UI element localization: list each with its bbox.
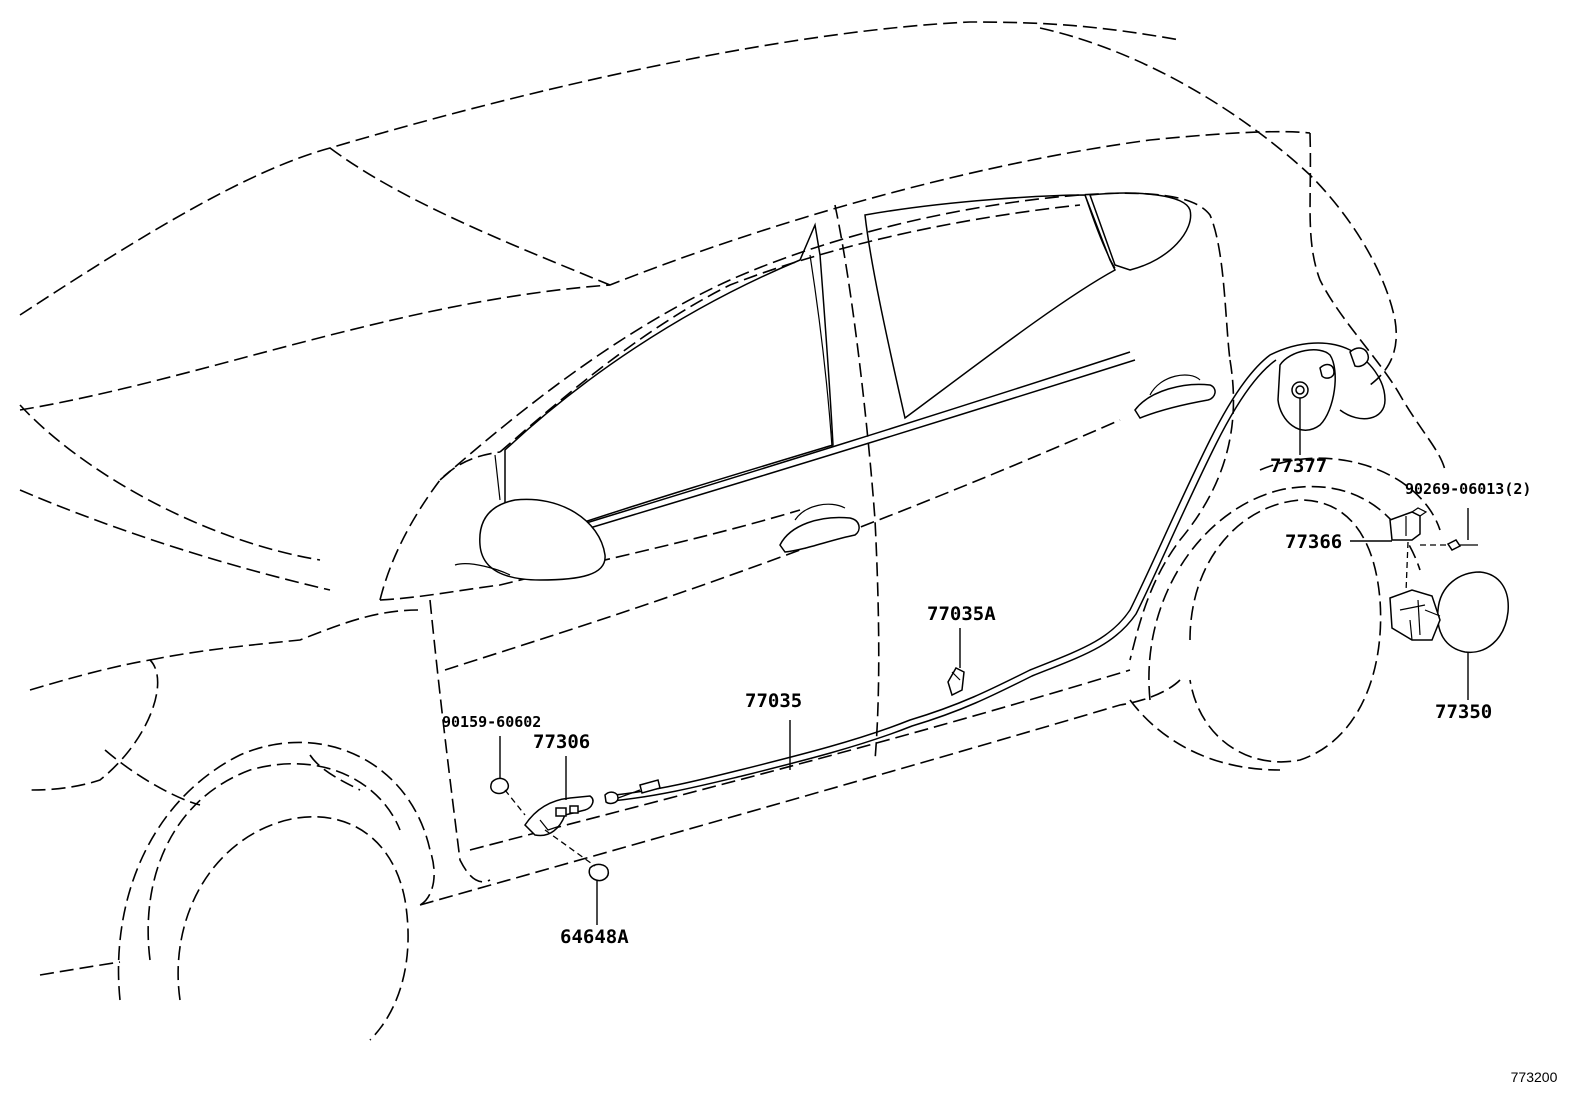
label-64648a: 64648A [560,926,629,948]
label-77035a: 77035A [927,603,996,625]
fuel-lid-77350 [1389,571,1509,654]
opener-lever-77306 [490,777,661,882]
label-77035: 77035 [745,690,802,712]
label-77306: 77306 [533,731,590,753]
figure-number: 773200 [1511,1069,1558,1085]
label-90269-06013: 90269-06013(2) [1405,480,1531,498]
label-77366: 77366 [1285,531,1342,553]
car-solid-details [454,192,1336,581]
label-77377: 77377 [1270,455,1327,477]
cable-clamp-77035a [947,667,965,697]
fuel-lid-hinge-77366 [1389,507,1478,593]
fuel-cable-77035 [611,342,1386,802]
car-body-outline [19,21,1446,1041]
label-90159-60602: 90159-60602 [442,713,541,731]
label-77350: 77350 [1435,701,1492,723]
part-labels: 77377 90269-06013(2) 77366 77350 77035A … [442,455,1531,948]
fuel-lid-lock-77377 [1291,363,1335,399]
leader-lines [499,398,1469,925]
